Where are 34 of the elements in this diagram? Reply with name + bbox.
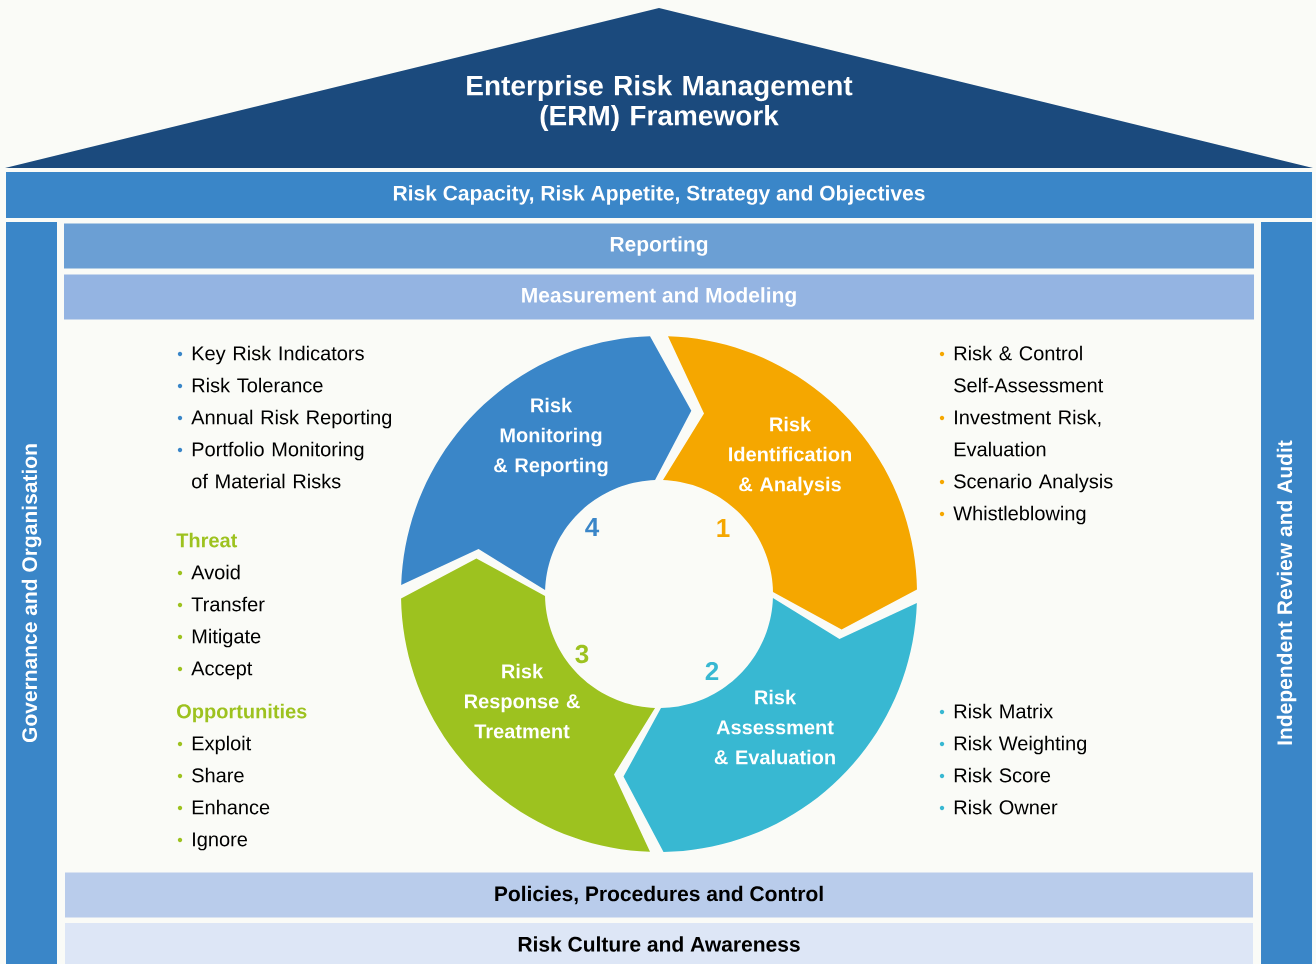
- banner-bar: Risk Capacity, Risk Appetite, Strategy and Objectives: [6, 172, 1312, 218]
- pillar: Governance and Organisation: [6, 222, 57, 964]
- bullet-item: Transfer: [177, 596, 265, 612]
- step-number: 3: [575, 644, 589, 664]
- bullet-item: Portfolio Monitoring of Material Risks: [177, 441, 364, 489]
- bullet-item: Investment Risk, Evaluation: [939, 409, 1101, 457]
- bullet-item: Share: [177, 767, 244, 783]
- bullet-item: Avoid: [177, 564, 240, 580]
- bullet-item: Risk Weighting: [939, 735, 1087, 755]
- group-heading: Threat: [176, 532, 238, 548]
- step-number: 2: [705, 661, 719, 681]
- banner-bar: Measurement and Modeling: [64, 274, 1254, 320]
- bullet-item: Whistleblowing: [939, 505, 1086, 525]
- bullet-item: Exploit: [177, 735, 252, 755]
- bullet-item: Risk & Control Self-Assessment: [939, 345, 1104, 393]
- bullet-item: Ignore: [177, 832, 247, 851]
- pillar: Independent Review and Audit: [1261, 222, 1312, 964]
- banner-bar: Risk Culture and Awareness: [65, 923, 1253, 964]
- bullet-item: Risk Score: [939, 767, 1051, 783]
- bullet-item: Annual Risk Reporting: [177, 409, 392, 429]
- bullet-item: Key Risk Indicators: [177, 345, 364, 365]
- bullet-item: Risk Tolerance: [177, 377, 323, 393]
- group-heading: Opportunities: [177, 703, 307, 723]
- bullet-item: Enhance: [177, 799, 270, 815]
- step-number: 4: [585, 518, 600, 536]
- bullet-item: Risk Matrix: [939, 703, 1053, 719]
- step-number: 1: [717, 519, 730, 537]
- banner-bar: Policies, Procedures and Control: [65, 872, 1253, 918]
- bullet-item: Mitigate: [177, 628, 261, 648]
- bullet-item: Scenario Analysis: [939, 473, 1113, 493]
- bullet-item: Accept: [177, 661, 253, 680]
- bullet-item: Risk Owner: [939, 799, 1058, 815]
- roof-triangle: Enterprise Risk Management (ERM) Framework: [5, 8, 1313, 168]
- banner-bar: Reporting: [64, 223, 1254, 269]
